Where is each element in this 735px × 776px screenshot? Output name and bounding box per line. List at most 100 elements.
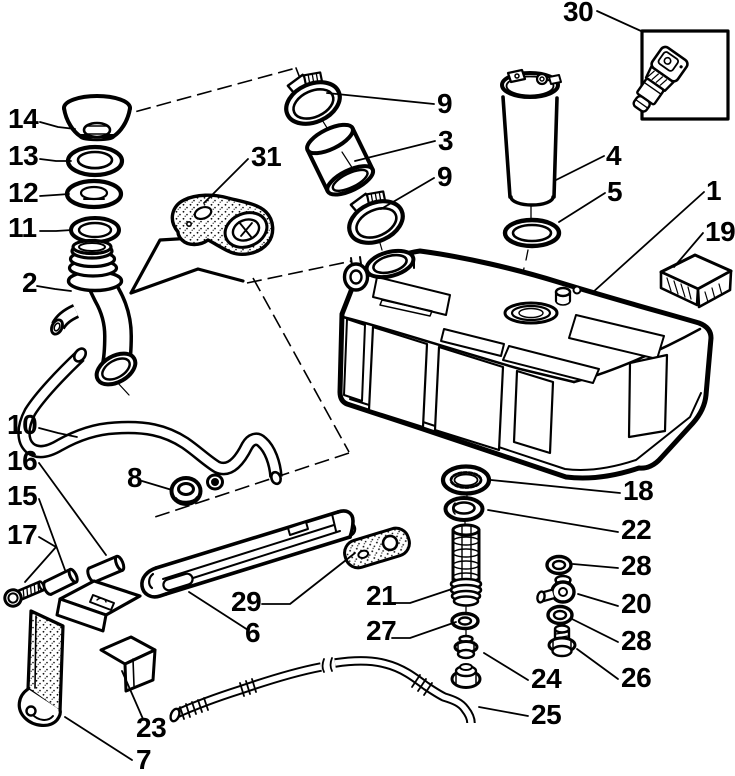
- leader-3: [354, 140, 436, 162]
- part-19-support-bracket: [659, 253, 733, 309]
- pipe-opening: [94, 351, 138, 387]
- phantom-line: [151, 452, 350, 519]
- callout-14: 14: [8, 103, 39, 134]
- part-22-seal-ring: [443, 496, 485, 522]
- callout-22: 22: [621, 514, 651, 545]
- part-4-sender-tube: [500, 68, 562, 207]
- callout-27: 27: [366, 615, 396, 646]
- part-31-gasket-pad: [170, 193, 275, 256]
- part-23-clip: [99, 635, 157, 693]
- callout-19: 19: [705, 216, 735, 247]
- tank-sender-opening: [503, 301, 559, 325]
- callout-28b: 28: [621, 625, 651, 656]
- callout-15: 15: [7, 480, 37, 511]
- callout-3: 3: [438, 125, 453, 156]
- leader-9a: [326, 92, 435, 105]
- leader-5: [558, 192, 606, 223]
- leader-12: [39, 193, 70, 197]
- callout-1: 1: [706, 175, 721, 206]
- part-8-grommet: [169, 473, 224, 506]
- leader-16: [38, 462, 107, 556]
- leader-11: [39, 229, 73, 232]
- callout-13: 13: [8, 140, 38, 171]
- leader-18: [490, 479, 621, 494]
- part-28-washer-upper: [545, 554, 573, 576]
- callout-18: 18: [623, 475, 653, 506]
- part-13-cap-ring: [65, 144, 125, 178]
- part-26-banjo-bolt: [547, 624, 577, 658]
- leader-28a: [572, 563, 619, 569]
- leader-30: [596, 10, 642, 32]
- callout-23: 23: [136, 712, 166, 743]
- leader-14: [39, 121, 76, 130]
- leader-9b: [380, 177, 435, 210]
- part-17-bolt: [3, 580, 46, 608]
- callout-20: 20: [621, 588, 651, 619]
- tank-vent-nipple: [554, 285, 582, 306]
- part-29-pad-plate: [343, 526, 411, 570]
- callout-12: 12: [8, 177, 38, 208]
- leader-27: [391, 621, 457, 639]
- leader-10: [38, 427, 78, 438]
- callout-labels: 30 9 3 9 4 5 1 19 14 13 12 11 31 2 10 16…: [7, 0, 735, 775]
- tank-vent-grommet: [342, 256, 370, 292]
- part-10-breather-hose: [17, 347, 283, 486]
- leader-21: [391, 588, 453, 604]
- callout-2: 2: [22, 267, 37, 298]
- leader-25: [478, 706, 529, 717]
- part-30-sensor-boxed: [632, 29, 730, 121]
- part-25-fuel-pipe: [169, 656, 482, 724]
- leader-31: [203, 158, 249, 204]
- callout-30: 30: [563, 0, 593, 27]
- pipe-nut: [450, 663, 482, 689]
- leader-15: [38, 498, 66, 571]
- part-18-toothed-ring: [440, 464, 492, 496]
- callout-4: 4: [606, 140, 622, 171]
- leader-23: [121, 670, 144, 720]
- callout-31: 31: [251, 141, 281, 172]
- callout-21: 21: [366, 580, 396, 611]
- part-16-pin: [86, 554, 126, 584]
- part-11-gasket-ring: [69, 216, 121, 244]
- callout-26: 26: [621, 662, 651, 693]
- leader-22: [487, 509, 619, 533]
- part-24-union-fitting: [453, 634, 479, 660]
- callout-9b: 9: [437, 161, 452, 192]
- callout-29: 29: [231, 586, 261, 617]
- leader-24: [483, 652, 529, 681]
- callout-28a: 28: [621, 550, 651, 581]
- part-14-filler-cap: [62, 94, 132, 142]
- callout-5: 5: [607, 176, 622, 207]
- leader-20: [577, 593, 619, 607]
- leader-6: [188, 591, 249, 631]
- callout-17: 17: [7, 519, 37, 550]
- callout-16: 16: [7, 445, 37, 476]
- leader-13: [39, 158, 72, 162]
- phantom-line: [115, 67, 297, 118]
- part-28-washer-lower: [546, 604, 574, 626]
- leader-7: [64, 716, 133, 761]
- part-12-seal-ring: [64, 178, 124, 210]
- leader-29: [261, 552, 356, 605]
- callout-8: 8: [127, 462, 142, 493]
- part-2-filler-pipe: [50, 238, 138, 387]
- part-3-connecting-sleeve: [305, 122, 376, 197]
- callout-24: 24: [531, 663, 562, 694]
- leader-2: [36, 285, 72, 292]
- leader-lines: [24, 10, 705, 761]
- part-1-fuel-tank: [337, 248, 714, 481]
- part-27-washer: [450, 611, 480, 631]
- leader-19: [673, 232, 704, 268]
- leader-26: [576, 648, 619, 680]
- phantom-line: [246, 260, 353, 284]
- callout-7: 7: [136, 744, 151, 775]
- part-9-hose-clamp-upper: [275, 64, 346, 132]
- tank-filler-neck: [364, 248, 416, 280]
- part-6-tank-strap: [140, 509, 357, 599]
- phantom-line: [252, 277, 350, 453]
- leader-4: [555, 155, 605, 181]
- part-21-filter-strainer: [449, 523, 483, 607]
- callout-6: 6: [245, 617, 260, 648]
